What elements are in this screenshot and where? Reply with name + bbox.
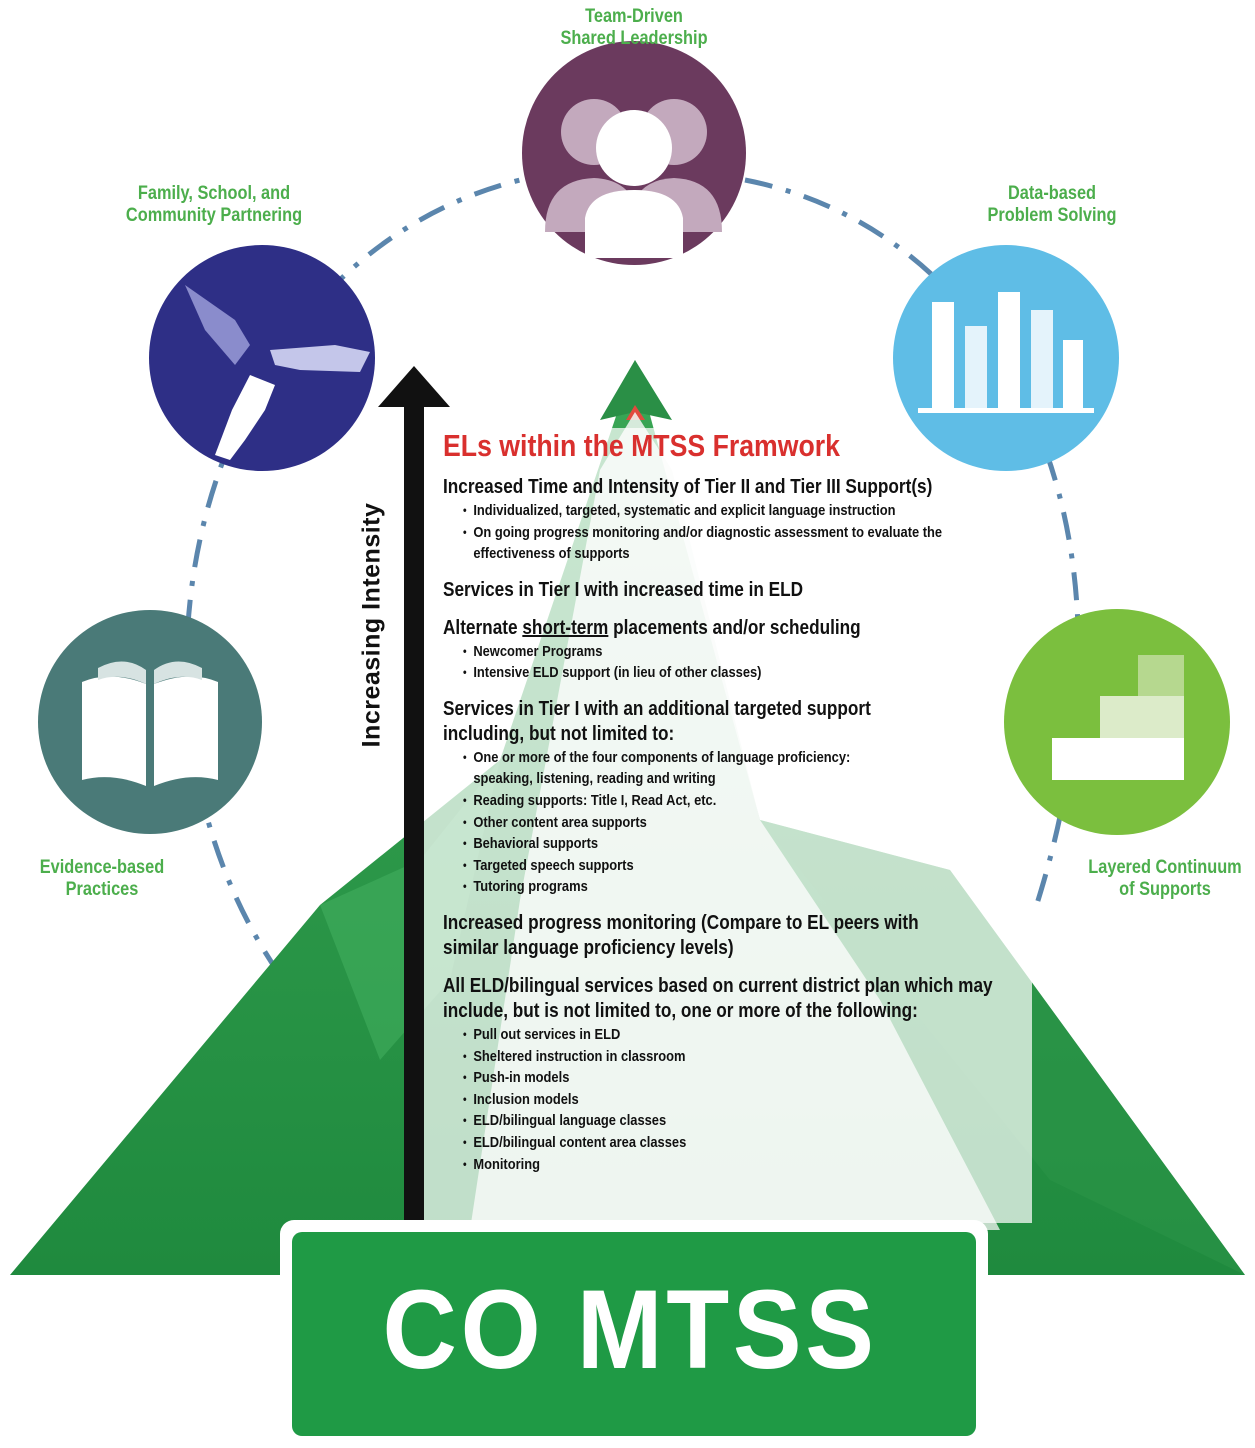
bullet: Individualized, targeted, systematic and… [463, 500, 1007, 522]
bullet: Behavioral supports [463, 833, 1007, 855]
book-icon [38, 610, 262, 834]
section-title: Services in Tier I with increased time i… [443, 578, 804, 601]
section-title: All ELD/bilingual services based on curr… [443, 974, 993, 1022]
section-progress-monitoring: Increased progress monitoring (Compare t… [443, 911, 1043, 961]
section-eld-services: All ELD/bilingual services based on curr… [443, 974, 1043, 1175]
bar-chart-icon [893, 245, 1119, 471]
content-block: ELs within the MTSS Framwork Increased T… [443, 428, 1043, 1188]
bullet: Tutoring programs [463, 876, 1007, 898]
section-alternate-placements: Alternate short-term placements and/or s… [443, 616, 1043, 684]
content-title: ELs within the MTSS Framwork [443, 428, 840, 463]
bullet: Sheltered instruction in classroom [463, 1046, 1007, 1068]
section-tier1-eld: Services in Tier I with increased time i… [443, 578, 1043, 603]
stairs-icon [1004, 609, 1230, 835]
co-mtss-sign [280, 1220, 988, 1448]
section-targeted-support: Services in Tier I with an additional ta… [443, 697, 1043, 898]
hands-icon [149, 245, 375, 471]
bullet: Intensive ELD support (in lieu of other … [463, 662, 1007, 684]
section-title: Increased Time and Intensity of Tier II … [443, 476, 933, 498]
section-tier2-3: Increased Time and Intensity of Tier II … [443, 475, 1043, 565]
bullet: ELD/bilingual content area classes [463, 1132, 1007, 1154]
section-title: Alternate short-term placements and/or s… [443, 616, 861, 639]
bullet: Other content area supports [463, 812, 1007, 834]
intensity-arrow [378, 366, 450, 1223]
bullet: Newcomer Programs [463, 641, 1007, 663]
bullet: Monitoring [463, 1154, 1007, 1176]
section-title: Services in Tier I with an additional ta… [443, 697, 871, 745]
bullet: Reading supports: Title I, Read Act, etc… [463, 790, 1007, 812]
sign-text: CO MTSS [382, 1267, 878, 1392]
bullet: Targeted speech supports [463, 855, 1007, 877]
bullet: Pull out services in ELD [463, 1024, 1007, 1046]
section-title: Increased progress monitoring (Compare t… [443, 911, 919, 959]
bullet: Push-in models [463, 1067, 1007, 1089]
bullet: Inclusion models [463, 1089, 1007, 1111]
bullet: One or more of the four components of la… [463, 747, 886, 790]
people-icon [522, 41, 746, 265]
bullet: On going progress monitoring and/or diag… [463, 522, 1007, 565]
bullet: ELD/bilingual language classes [463, 1110, 1007, 1132]
